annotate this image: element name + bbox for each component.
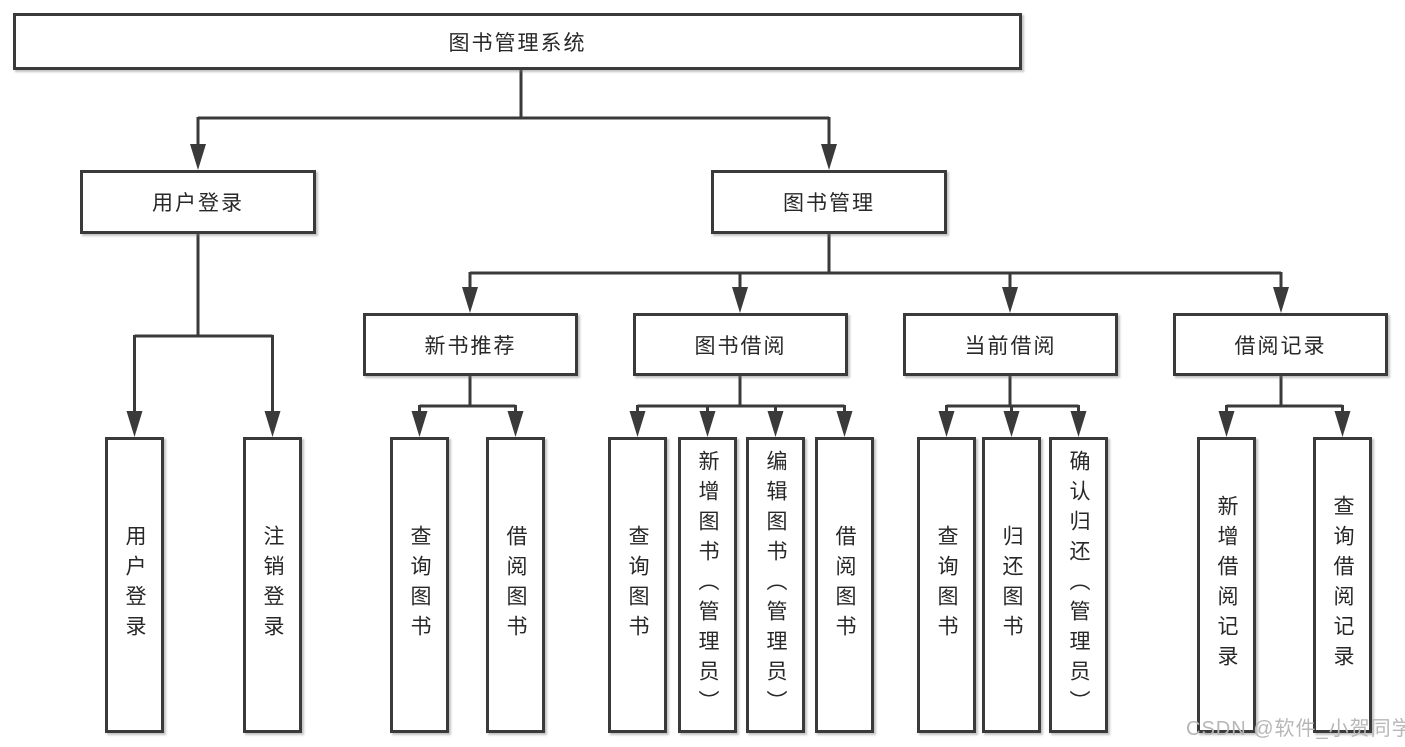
leaf-confirm-return-admin: 确认归还（管理员） [1049, 437, 1108, 733]
wire-current-to-leaves [945, 376, 1080, 413]
leaf-borrow-books-recommend: 借阅图书 [486, 437, 545, 733]
node-borrow-records: 借阅记录 [1173, 313, 1388, 376]
leaf-add-borrow-record: 新增借阅记录 [1197, 437, 1256, 733]
wire-recommend-to-leaves [418, 376, 517, 413]
node-book-borrow: 图书借阅 [633, 313, 848, 376]
arrowheads [126, 144, 1351, 437]
wire-records-to-leaves [1225, 376, 1344, 413]
node-new-book-recommend: 新书推荐 [363, 313, 578, 376]
leaf-logout: 注销登录 [243, 437, 302, 733]
leaf-query-books-borrow: 查询图书 [608, 437, 667, 733]
wire-login-to-leaves [133, 234, 274, 412]
leaf-query-borrow-record: 查询借阅记录 [1313, 437, 1372, 733]
leaf-edit-books-admin: 编辑图书（管理员） [746, 437, 805, 733]
node-book-management: 图书管理 [711, 170, 947, 234]
leaf-query-books-recommend: 查询图书 [390, 437, 449, 733]
leaf-return-books: 归还图书 [982, 437, 1041, 733]
leaf-borrow-books: 借阅图书 [815, 437, 874, 733]
wire-root-to-level2 [196, 70, 831, 146]
csdn-watermark: CSDN @软件_小贺同学 [1186, 718, 1405, 740]
node-user-login: 用户登录 [80, 170, 316, 234]
node-current-borrow: 当前借阅 [903, 313, 1118, 376]
leaf-user-login: 用户登录 [105, 437, 164, 733]
node-root-library-system: 图书管理系统 [13, 13, 1022, 70]
wire-mgmt-to-level3 [468, 234, 1283, 290]
wire-borrow-to-leaves [636, 376, 846, 413]
leaf-query-books-current: 查询图书 [917, 437, 976, 733]
leaf-add-books-admin: 新增图书（管理员） [678, 437, 737, 733]
